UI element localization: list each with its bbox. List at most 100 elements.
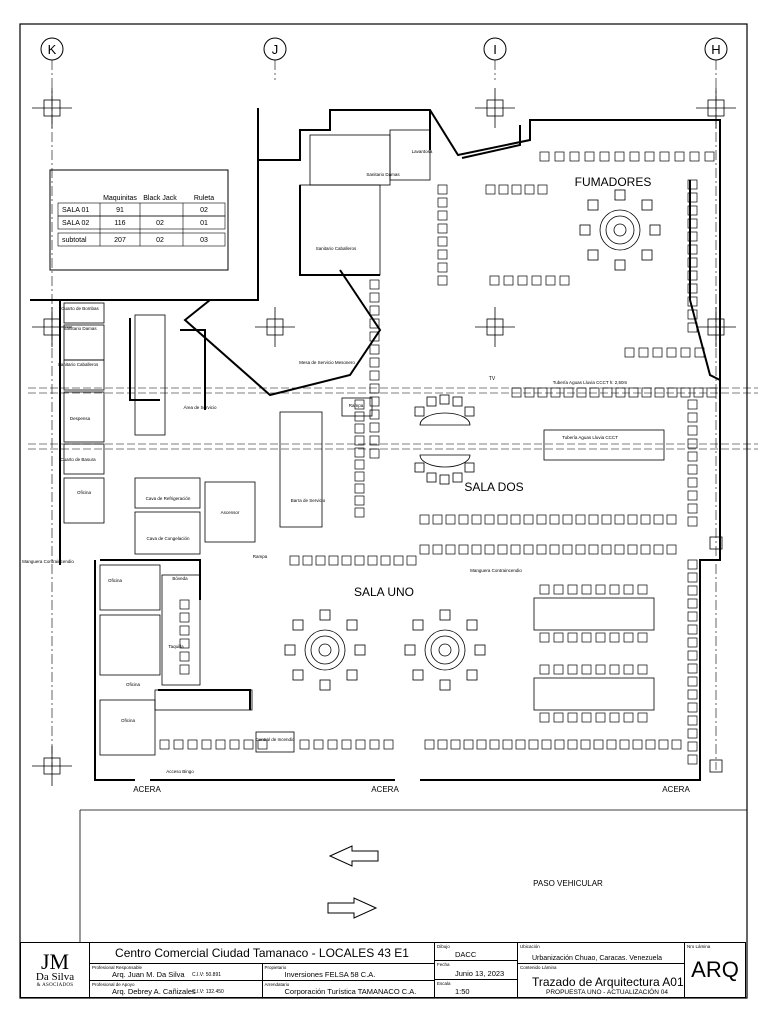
contenido-sub: PROPUESTA UNO - ACTUALIZACIÓN 04 [546,989,668,996]
slot-machine [581,712,592,723]
slot-machine [437,275,448,286]
slot-machine [606,739,617,750]
slot-machine [523,514,534,525]
label-taquilla: Taquilla [168,644,184,649]
slot-machine [563,387,574,398]
slot-machine [687,296,698,307]
fecha-label: Fecha [437,962,450,968]
slot-machine [575,514,586,525]
slot-machine [369,739,380,750]
label-sanitario-damas-left: Sanitario Damas [63,326,97,331]
slot-machine [369,435,380,446]
blackjack-table-1 [414,394,475,426]
slot-machine [369,305,380,316]
slot-machine [567,632,578,643]
td-subtotal-bj: 02 [156,237,164,244]
label-acera-3: ACERA [662,785,690,794]
slot-machine [637,632,648,643]
escala-label: Escala [437,980,451,986]
slot-machine [159,739,170,750]
slot-machine [687,438,698,449]
slot-machine [653,514,664,525]
slot-machine [562,514,573,525]
slot-machine [687,702,698,713]
slot-machine [595,664,606,675]
slot-machine [687,663,698,674]
slot-machine [517,275,528,286]
slot-machine [471,544,482,555]
axis-label-H: H [711,42,720,57]
escala-value: 1:50 [455,986,470,996]
slot-machine [229,739,240,750]
slot-machine [567,584,578,595]
slot-machine [671,739,682,750]
round-table-sala-uno-1 [284,609,366,691]
lamina-value: ARQ [691,957,739,982]
label-despensa: Despensa [70,416,91,421]
slot-machine [687,637,698,648]
label-sanitario-caballeros: Sanitario Caballeros [316,246,357,251]
slot-machine [489,275,500,286]
slot-machine [445,544,456,555]
slot-machine [595,712,606,723]
slot-machine [553,664,564,675]
slot-machine [645,739,656,750]
slot-machine [627,514,638,525]
responsable-cell: Profesional Responsable Arq. Juan M. Da … [90,964,263,980]
slot-machine [640,544,651,555]
label-fumadores: FUMADORES [575,175,652,189]
round-table-sala-uno-2 [404,609,486,691]
slot-machine [354,555,365,566]
slot-machine [687,490,698,501]
slot-machine [581,664,592,675]
th-ruleta: Ruleta [194,195,214,202]
slot-machine [354,399,365,410]
slot-machine [601,514,612,525]
slot-machine [687,503,698,514]
slot-machine [689,151,700,162]
slot-machine [179,625,190,636]
apoyo-value: Arq. Debrey A. Cañizales [112,987,196,996]
slot-machine [687,754,698,765]
label-boveda: Bóveda [172,576,188,581]
th-maquinitas: Maquinitas [103,195,137,202]
slot-machine [497,544,508,555]
slot-machine [511,387,522,398]
slot-machine [680,387,691,398]
label-tv: TV [489,376,496,382]
td-sala02-rul: 01 [200,220,208,227]
label-sanitario-damas: Sanitario Damas [366,172,400,177]
slot-machine [369,409,380,420]
slot-machine [536,514,547,525]
slot-machine [369,279,380,290]
slot-machine [680,347,691,358]
slot-machine [503,275,514,286]
slot-machine [562,544,573,555]
slot-machine [627,544,638,555]
label-cuarto-bombas: Cuarto de Bombas [61,306,99,311]
slot-machine [315,555,326,566]
slot-machine [654,387,665,398]
slot-machine [652,347,663,358]
slot-machine [588,514,599,525]
label-rampa-2: Rampa [253,554,268,559]
arrendatario-cell: Arrendatario Corporación Turística TAMAN… [263,981,435,997]
slot-machine [554,151,565,162]
label-oficina-1: Oficina [77,490,92,495]
slot-machine [419,544,430,555]
slot-machine-rows [159,151,717,765]
slot-machine [524,387,535,398]
slot-machine [588,544,599,555]
slot-machine [595,584,606,595]
slot-machine [628,387,639,398]
project-info: Centro Comercial Ciudad Tamanaco - LOCAL… [90,943,435,997]
slot-machine [437,210,448,221]
td-subtotal-maq: 207 [114,237,126,244]
label-central-incendio: Central de Incendio [255,737,295,742]
slot-machine [601,544,612,555]
logo-name: Da Silva [35,971,75,983]
slot-machine [484,544,495,555]
slot-machine [302,555,313,566]
slot-machine [609,632,620,643]
